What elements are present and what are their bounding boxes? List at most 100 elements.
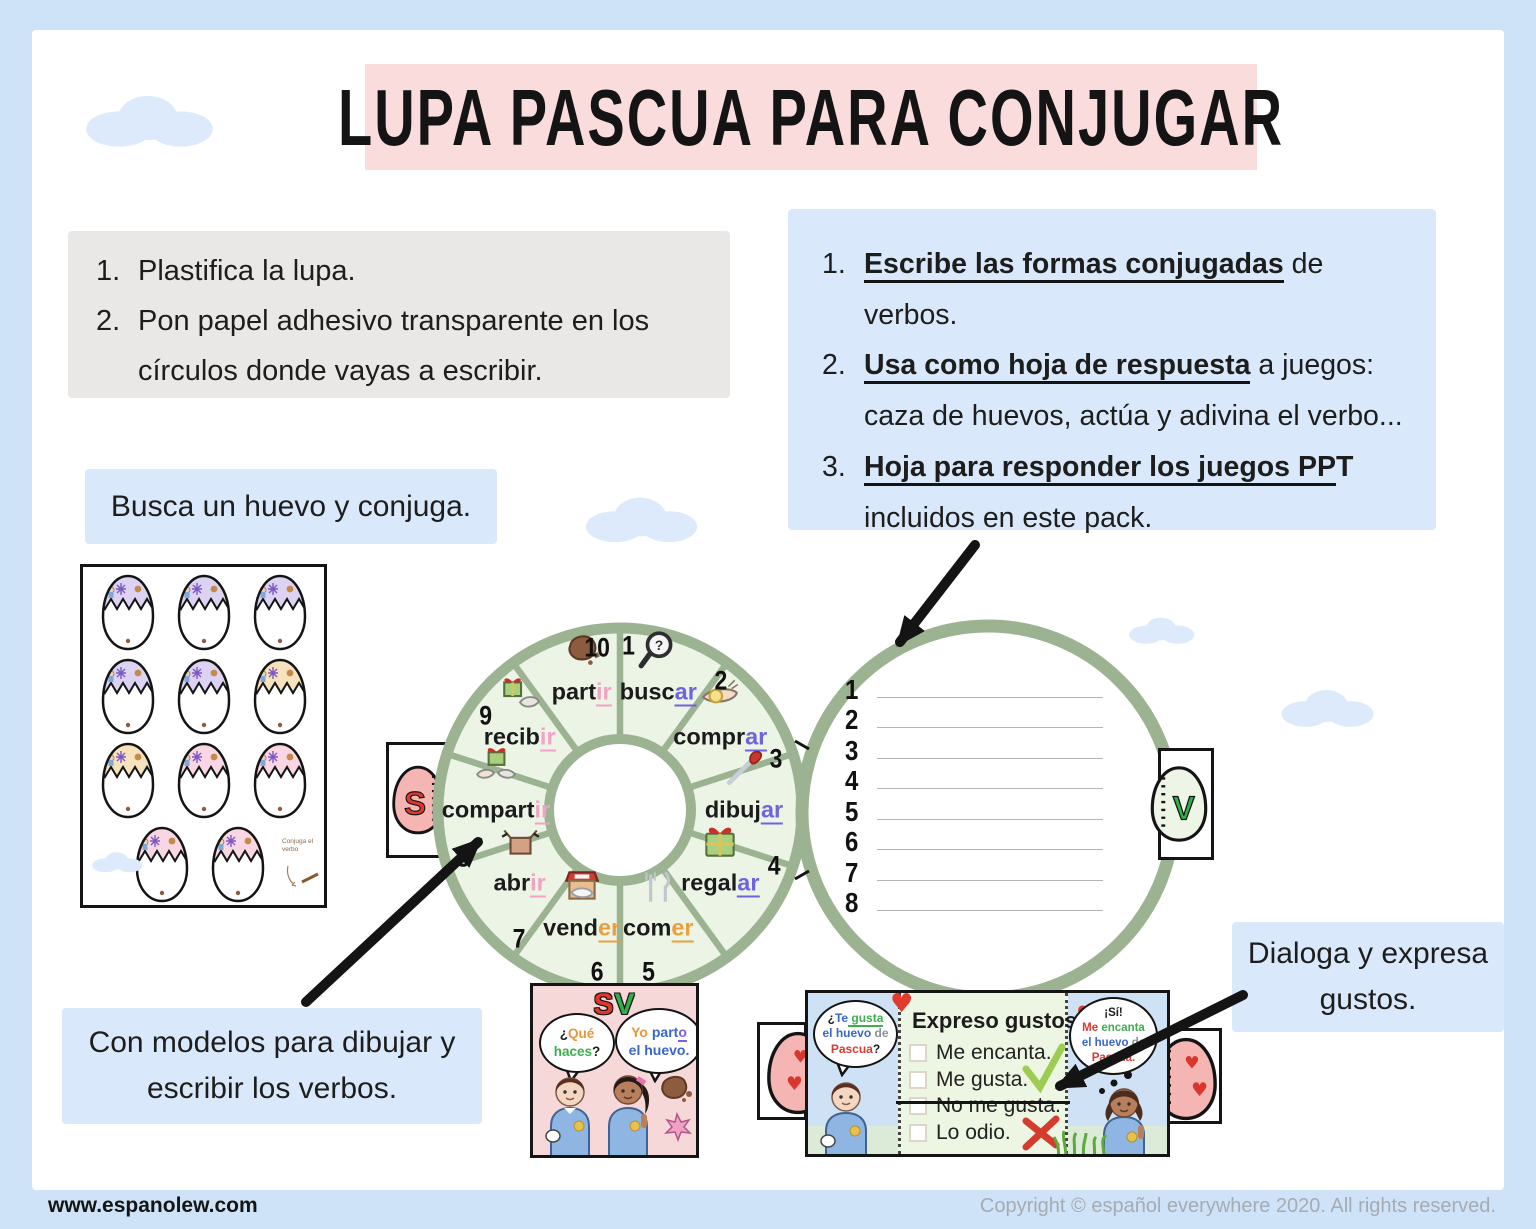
answer-number: 8 bbox=[845, 887, 859, 919]
text-segment: ? bbox=[592, 1044, 601, 1059]
svg-text:♥: ♥ bbox=[1191, 1080, 1208, 1101]
cloud-icon bbox=[585, 497, 698, 543]
list-item: 1. Escribe las formas conjugadas de verbo… bbox=[822, 239, 1416, 340]
eggs-sheet-note: Conjuga el verbo bbox=[282, 838, 314, 854]
svg-text:♥: ♥ bbox=[786, 1074, 803, 1095]
easter-egg bbox=[173, 741, 235, 821]
checkbox bbox=[909, 1123, 927, 1142]
list-item: 2.Pon papel adhesivo transparente en los… bbox=[96, 297, 710, 397]
easter-egg bbox=[97, 741, 159, 821]
text-segment: de bbox=[871, 1026, 889, 1041]
text-segment: de bbox=[1128, 1037, 1146, 1049]
text-segment: Plastifica la lupa. bbox=[138, 255, 356, 287]
text-segment: ? bbox=[872, 1041, 881, 1056]
text-segment: Pascua. bbox=[1091, 1051, 1136, 1064]
dialoga-box: Dialoga y expresa gustos. bbox=[1232, 922, 1504, 1032]
text-segment: círculos donde vayas a escribir. bbox=[138, 354, 543, 387]
text-segment: el huevo. bbox=[628, 1042, 690, 1058]
check-icon bbox=[1022, 1043, 1066, 1094]
checkbox bbox=[909, 1070, 927, 1089]
gustos-option: Me encanta. bbox=[909, 1040, 1067, 1067]
answer-line bbox=[877, 727, 1103, 728]
list-number: 1. bbox=[96, 255, 121, 287]
list-number: 1. bbox=[822, 248, 846, 280]
easter-egg bbox=[173, 657, 235, 737]
easter-egg bbox=[131, 825, 193, 905]
text-segment: ¿ bbox=[559, 1026, 568, 1042]
text-segment: Pascua bbox=[830, 1041, 873, 1056]
answer-line bbox=[877, 757, 1103, 759]
answer-row: 7 bbox=[845, 857, 1103, 888]
bubble-line: ¡Sí! bbox=[1104, 1006, 1123, 1021]
v-tab-egg: V bbox=[1150, 766, 1208, 842]
modelos-box: Con modelos para dibujar y escribir los … bbox=[62, 1008, 482, 1124]
text-segment: ¿ bbox=[827, 1010, 835, 1025]
modelos-text: Con modelos para dibujar y escribir los … bbox=[88, 1025, 456, 1106]
easter-egg bbox=[97, 657, 159, 737]
cloud-icon bbox=[1129, 617, 1195, 644]
answer-row: 3 bbox=[845, 735, 1103, 766]
text-segment: Escribe las formas conjugadas bbox=[864, 248, 1284, 283]
list-item: 2.Usa como hoja de respuesta a juegos:ca… bbox=[822, 340, 1416, 441]
text-segment: Qué bbox=[567, 1026, 595, 1042]
bubble-line: el huevo de bbox=[1082, 1036, 1145, 1051]
text-segment: Me bbox=[1082, 1022, 1099, 1035]
answer-number: 4 bbox=[845, 765, 859, 797]
prep-list: 1. Plastifica la lupa. 2.Pon papel adhesiv… bbox=[96, 247, 710, 397]
list-number: 2. bbox=[822, 349, 846, 382]
verb-wheel bbox=[432, 622, 808, 998]
text-segment: caza de huevos, actúa y adivina el verbo… bbox=[864, 400, 1403, 433]
eggs-worksheet-thumbnail bbox=[80, 564, 327, 908]
answer-circle-fill bbox=[802, 626, 1174, 998]
busca-text: Busca un huevo y conjuga. bbox=[110, 489, 472, 523]
dialoga-text: Dialoga y expresa gustos. bbox=[1247, 936, 1489, 1017]
text-segment: Hoja para responder los juegos PP bbox=[864, 450, 1336, 486]
text-segment: de verbos. bbox=[864, 248, 1324, 331]
easter-egg bbox=[249, 657, 311, 737]
bubble-line: ¿Qué bbox=[560, 1025, 595, 1043]
bubble-line: el huevo de bbox=[822, 1026, 888, 1042]
text-segment: encanta bbox=[1098, 1022, 1145, 1035]
text-segment: haces bbox=[553, 1044, 593, 1059]
text-segment: incluidos en este pack. bbox=[864, 501, 1153, 534]
uses-box: 1. Escribe las formas conjugadas de verbo… bbox=[788, 209, 1436, 534]
checkbox bbox=[909, 1044, 927, 1063]
easter-egg bbox=[97, 573, 159, 653]
gustos-option-label: No me gusta. bbox=[936, 1094, 1061, 1118]
s-letter: S bbox=[404, 784, 426, 821]
text-segment: S bbox=[593, 988, 615, 1021]
busca-box: Busca un huevo y conjuga. bbox=[85, 469, 497, 544]
text-segment: Te bbox=[834, 1010, 849, 1025]
bubble-line: Yo parto bbox=[631, 1023, 687, 1042]
answer-row: 6 bbox=[845, 827, 1103, 858]
easter-egg bbox=[173, 573, 235, 653]
answer-number: 7 bbox=[845, 857, 859, 889]
answer-line bbox=[877, 910, 1103, 911]
bubble-line: ¿Te gusta bbox=[827, 1010, 884, 1027]
answer-number: 2 bbox=[845, 704, 859, 736]
page-title: LUPA PASCUA PARA CONJUGAR bbox=[337, 72, 1285, 162]
text-segment: gusta bbox=[848, 1010, 884, 1027]
prep-instructions-box: 1. Plastifica la lupa. 2.Pon papel adhesiv… bbox=[68, 231, 730, 398]
cloud-icon bbox=[1281, 690, 1374, 727]
fold-line bbox=[896, 1101, 1070, 1104]
text-segment: Usa como hoja de respuesta bbox=[864, 349, 1251, 385]
text-segment: o bbox=[678, 1023, 687, 1042]
title-banner: LUPA PASCUA PARA CONJUGAR bbox=[338, 64, 1282, 170]
text-segment: ¡Sí! bbox=[1104, 1007, 1123, 1020]
text-segment: V bbox=[614, 988, 636, 1021]
answer-number: 1 bbox=[845, 674, 859, 706]
answer-row: 8 bbox=[845, 888, 1103, 919]
sv-label: SV bbox=[533, 988, 696, 1022]
list-number: 3. bbox=[822, 450, 846, 483]
gustos-boy bbox=[820, 1082, 867, 1154]
list-item: 1. Plastifica la lupa. bbox=[96, 247, 710, 297]
bubble-line: haces? bbox=[554, 1043, 601, 1061]
answer-number: 5 bbox=[845, 796, 859, 828]
bubble-line: el huevo. bbox=[629, 1041, 690, 1059]
gustos-title: Expreso gustos: bbox=[912, 1008, 1085, 1033]
